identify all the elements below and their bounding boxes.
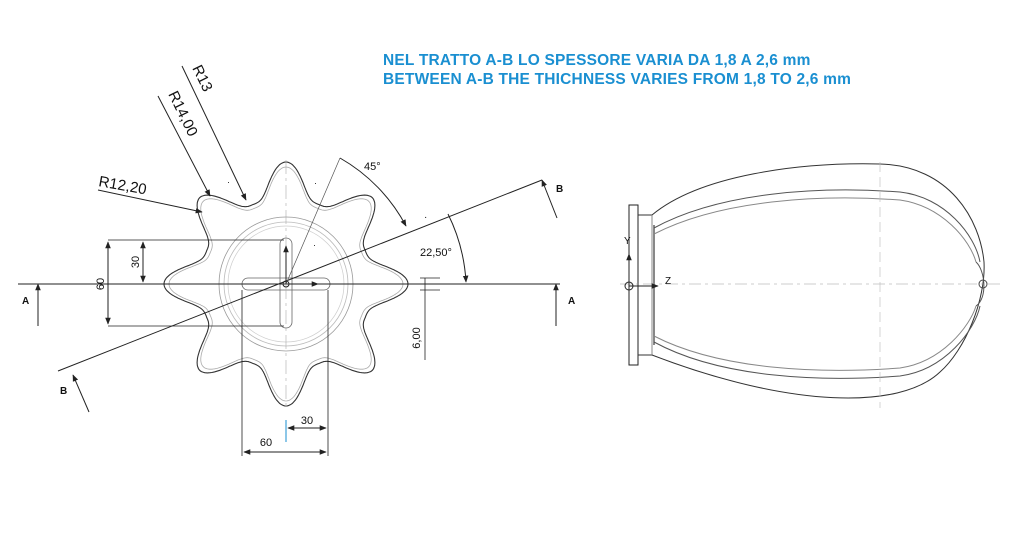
label-h60: 60: [260, 437, 272, 449]
bladder-outer-profile: [651, 163, 985, 399]
center-mark-2: ·: [314, 178, 317, 188]
label-thickness: 6,00: [411, 327, 423, 348]
section-b-upper-arrow: [541, 179, 558, 219]
bladder-inner-profile-bottom-2: [653, 305, 977, 371]
label-h30: 30: [301, 415, 313, 427]
angle-45-reference: [285, 157, 341, 285]
label-v30: 30: [130, 256, 142, 268]
angle-45-arc: [339, 157, 407, 227]
label-v60: 60: [95, 278, 107, 290]
center-mark-1: ·: [227, 177, 230, 187]
section-b-lower-arrow: [72, 374, 90, 413]
center-mark-blue: ·: [424, 212, 427, 223]
label-r12: R12,20: [97, 173, 148, 198]
center-mark-3: ·: [313, 240, 316, 250]
section-label-b-upper: B: [556, 184, 563, 195]
front-view: [18, 65, 560, 456]
bladder-inner-profile-top-2: [653, 197, 977, 263]
side-view: [620, 162, 1000, 408]
spec-note-italian: NEL TRATTO A-B LO SPESSORE VARIA DA 1,8 …: [383, 52, 811, 69]
leader-r14: [157, 95, 211, 197]
angle-22-arc: [447, 213, 469, 283]
side-label-z: Z: [665, 276, 671, 287]
leader-r13: [181, 65, 247, 201]
label-r13: R13: [188, 62, 215, 94]
front-view-labels: R13 R14,00 R12,20 45° 22,50° 60 30 6,00 …: [22, 62, 575, 449]
label-angle-45: 45°: [364, 161, 381, 173]
side-nose-circle: [978, 279, 988, 289]
section-label-a-left: A: [22, 296, 29, 307]
spec-note-english: BETWEEN A-B THE THICHNESS VARIES FROM 1,…: [383, 71, 852, 88]
section-label-a-right: A: [568, 296, 575, 307]
side-label-y: Y: [624, 236, 631, 247]
section-line-b: [57, 179, 543, 372]
bladder-inner-profile-bottom-1: [653, 305, 981, 379]
section-label-b-lower: B: [60, 386, 67, 397]
side-flange-plate: [628, 204, 639, 366]
label-angle-22: 22,50°: [420, 247, 452, 259]
label-r14: R14,00: [164, 88, 200, 139]
bladder-inner-profile-top-1: [653, 189, 981, 263]
leader-r12: [97, 189, 203, 214]
